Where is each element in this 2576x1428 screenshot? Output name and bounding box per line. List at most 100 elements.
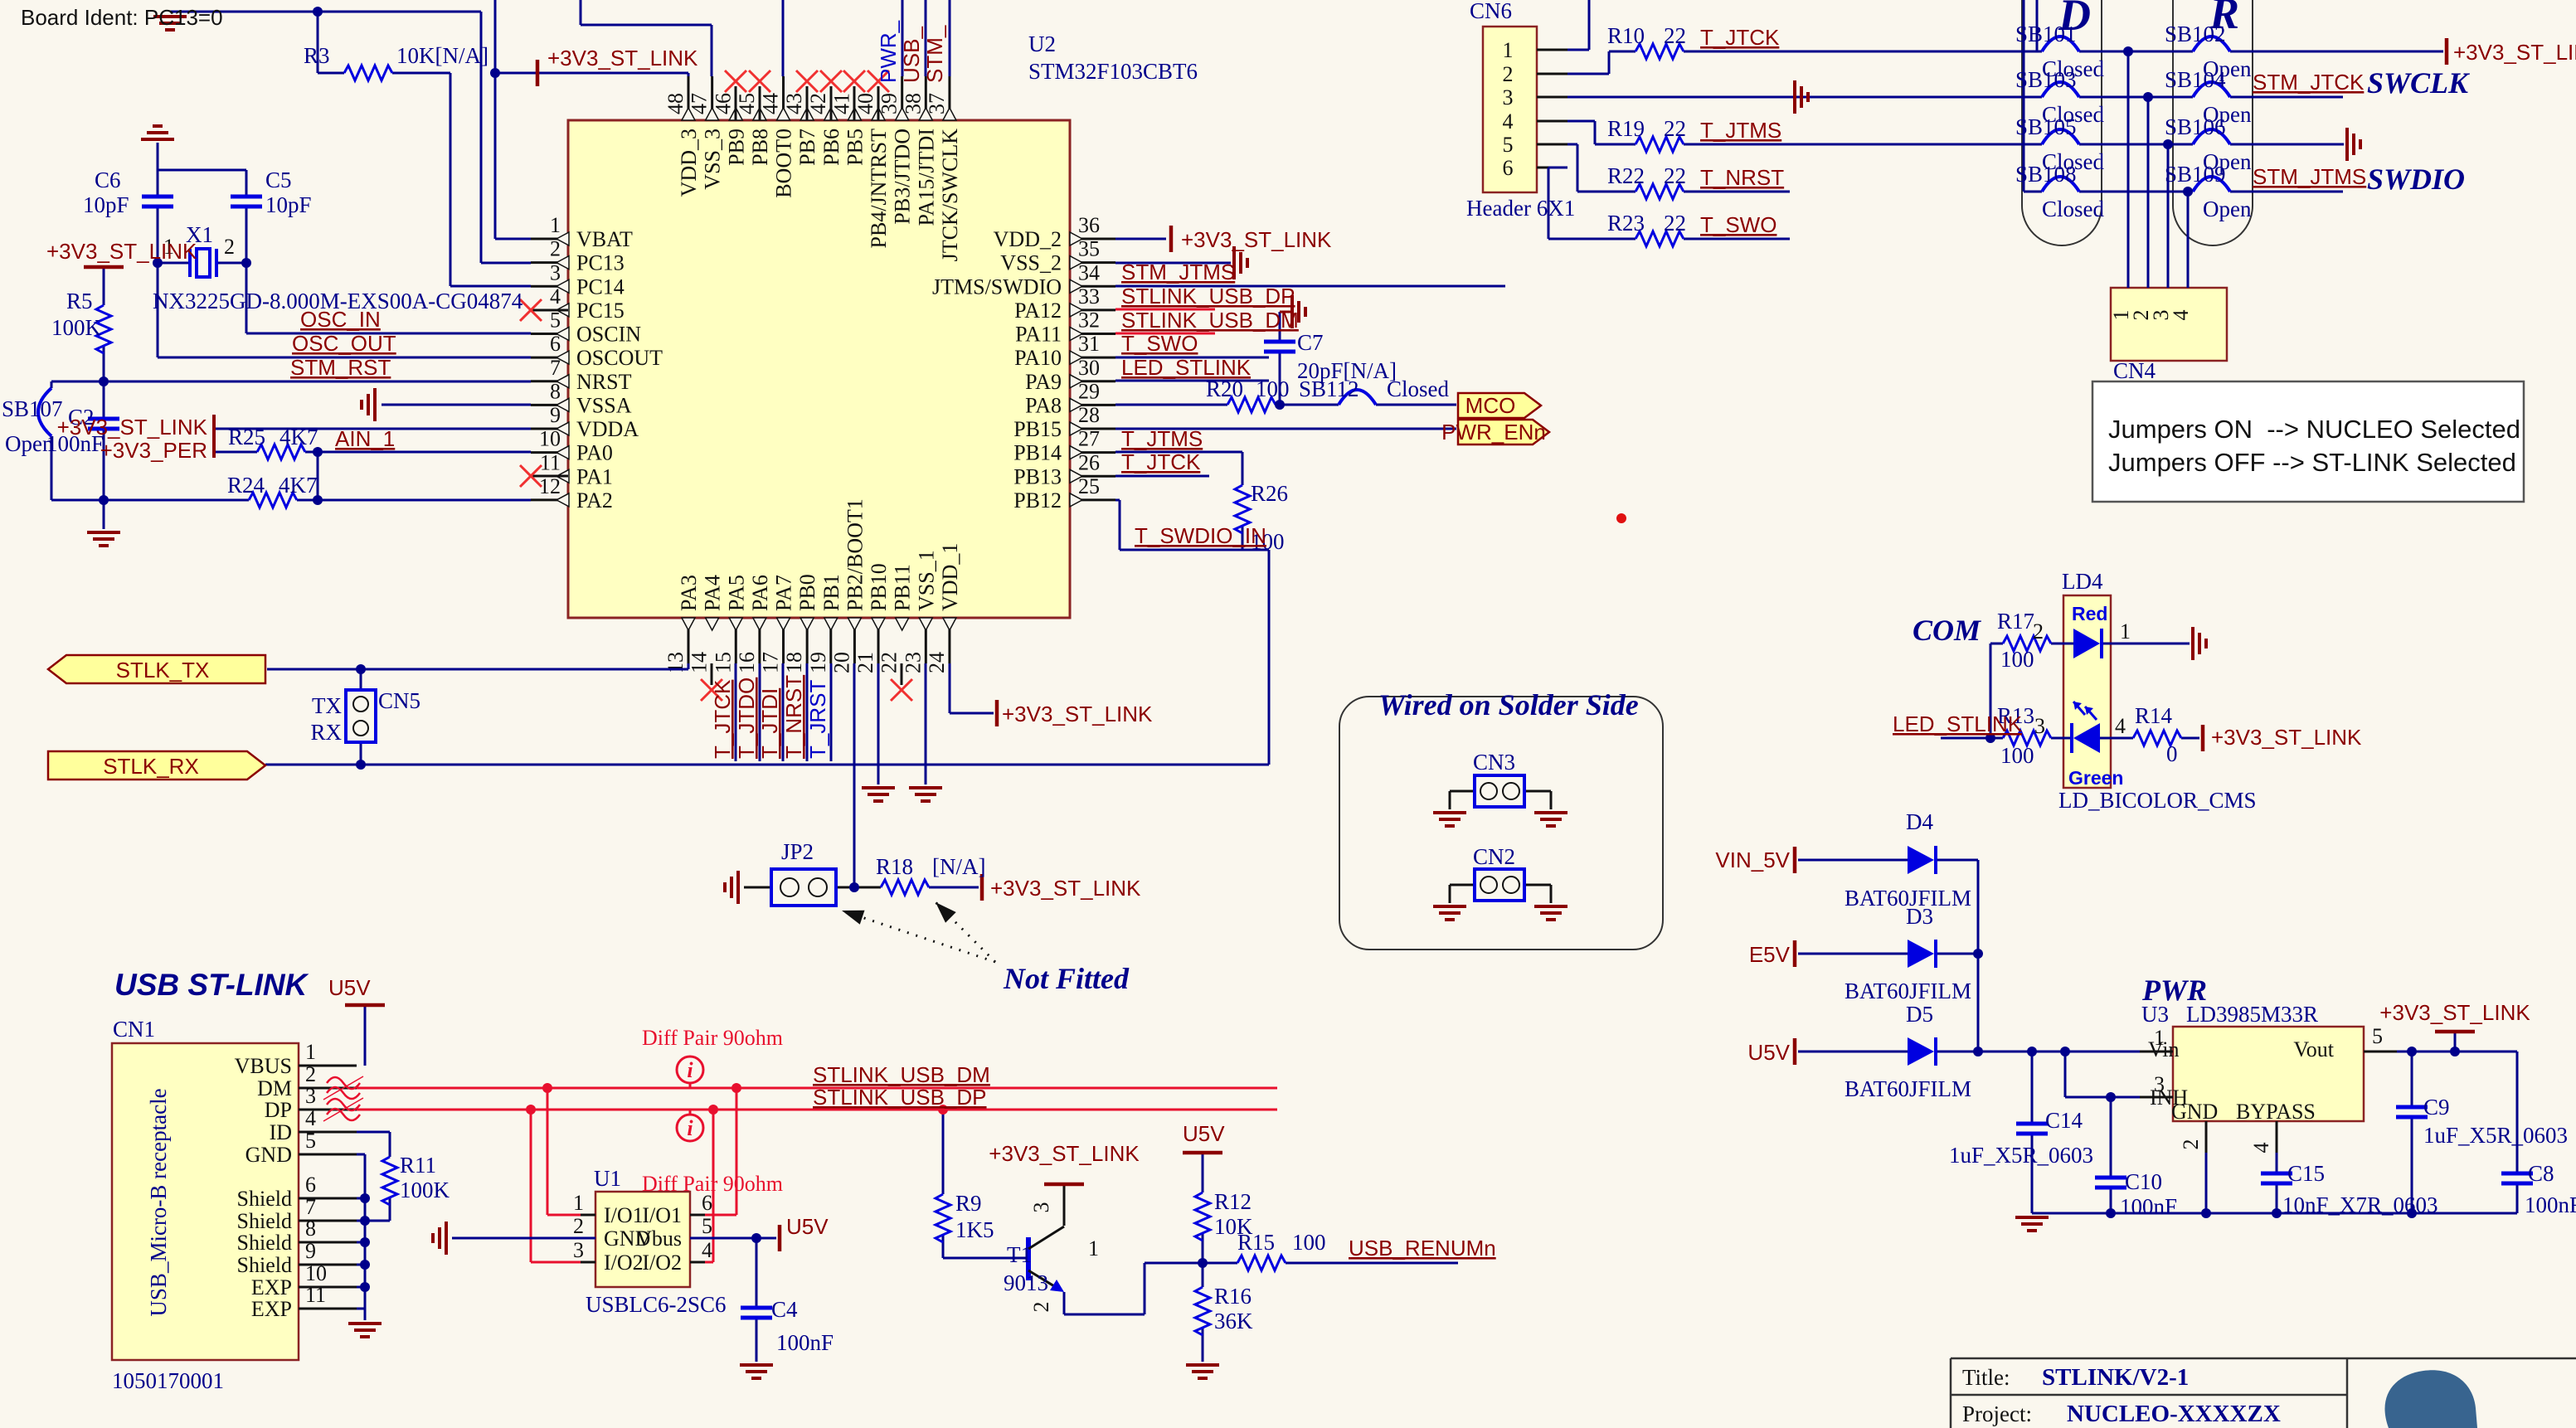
u1-pin-number: 5 <box>702 1214 712 1238</box>
solder-bridge-arc <box>1337 388 1378 406</box>
pwr-3v3-p36: +3V3_ST_LINK <box>1181 227 1332 252</box>
u2-pin-number: 22 <box>877 652 902 673</box>
diff-pair-i-icon <box>675 1113 705 1143</box>
pin-arrow-icon <box>823 617 839 632</box>
u2-pin-name: OSCOUT <box>576 346 663 370</box>
pin-arrow-icon <box>555 397 570 413</box>
u2-pin-name: VSS_1 <box>914 550 938 611</box>
u2-pin-number: 25 <box>1078 474 1100 498</box>
c10-val: 100nF <box>2120 1194 2177 1219</box>
no-connect-x-icon <box>866 69 891 94</box>
c4-ref: C4 <box>771 1297 798 1322</box>
u2-pin-number: 21 <box>853 652 877 673</box>
u2-pin-name: PB8 <box>748 129 772 166</box>
u2-pin-name: PA8 <box>1025 393 1062 417</box>
c10-ref: C10 <box>2125 1169 2162 1194</box>
junction-dot <box>360 1237 370 1247</box>
cn1-pin-number: 8 <box>305 1217 316 1241</box>
net-t-swdio-in: T_SWDIO_IN <box>1135 523 1266 548</box>
junction-dot <box>2027 1047 2037 1056</box>
flag-stlk-tx-label: STLK_TX <box>116 658 210 682</box>
board-ident: Board Ident: PC13=0 <box>21 5 223 30</box>
d4-val: BAT60JFILM <box>1845 886 1971 911</box>
u2-pin-number: 24 <box>925 652 949 673</box>
r13-ref: R13 <box>1997 703 2034 728</box>
net-e5v: E5V <box>1749 942 1791 967</box>
net-led-stlink-2: LED_STLINK <box>1893 712 2023 736</box>
red-marker-dot <box>1616 513 1626 523</box>
pin-arrow-icon <box>894 106 910 121</box>
pin-arrow-icon <box>555 326 570 342</box>
junction-dot <box>2183 187 2193 197</box>
cn2-ref: CN2 <box>1473 844 1515 869</box>
u2-pin-name: PC15 <box>576 299 625 323</box>
jumpers-line2: Jumpers OFF --> ST-LINK Selected <box>2108 448 2516 477</box>
junction-dot <box>313 447 323 457</box>
net-stm-jtck: STM_JTCK <box>2253 70 2365 95</box>
u2-ref: U2 <box>1028 32 1056 56</box>
no-connect-x-icon <box>842 69 867 94</box>
t1-pin1: 1 <box>1088 1236 1099 1260</box>
u2-pin-number: 15 <box>711 652 735 673</box>
u1-pin-number: 2 <box>573 1214 584 1238</box>
cn1-pin-number: 11 <box>305 1283 326 1307</box>
r24-val: 4K7 <box>279 473 318 498</box>
sb112-ref: SB112 <box>1299 376 1359 401</box>
flag-mco <box>1456 391 1543 420</box>
pin-arrow-icon <box>1069 444 1084 460</box>
pin-arrow-icon <box>751 617 768 632</box>
junction-dot <box>2106 1092 2116 1102</box>
cn6-pin-number: 1 <box>1503 38 1514 62</box>
u2-pin-number: 36 <box>1078 213 1100 237</box>
sb104-state: Open <box>2203 102 2252 127</box>
junction-dot <box>360 1260 370 1270</box>
u2-pin-name: PA3 <box>677 575 701 611</box>
cn5-tx: TX <box>312 693 342 718</box>
junction-dot <box>2163 139 2173 149</box>
cn6-pin-number: 2 <box>1503 62 1514 86</box>
r11-ref: R11 <box>400 1153 436 1178</box>
u2-pin-name: VSS_3 <box>701 129 725 190</box>
cn6-ref: CN6 <box>1470 0 1512 23</box>
u2-pin-number: 10 <box>539 427 561 451</box>
u2-pin-number: 5 <box>550 308 561 333</box>
u2-pin-name: JTMS/SWDIO <box>932 274 1062 299</box>
u5v-cn1: U5V <box>328 975 371 1000</box>
u3-pin2: 2 <box>2179 1139 2203 1150</box>
u2-pin-name: PB1 <box>819 574 843 611</box>
jp2-jumper <box>770 867 838 907</box>
resistor-symbol <box>1634 228 1685 250</box>
st-logo-icon <box>2384 1370 2477 1428</box>
project-value: NUCLEO-XXXXZX <box>2067 1401 2281 1427</box>
junction-dot <box>2450 1047 2460 1056</box>
u2-pin-name: PA5 <box>724 575 748 611</box>
u1-pin-number: 4 <box>702 1238 712 1262</box>
cn1-pin-number: 2 <box>305 1062 316 1086</box>
pin-arrow-icon <box>680 106 697 121</box>
junction-dot <box>153 258 163 268</box>
u2-pin-name: PA10 <box>1014 346 1062 370</box>
x1-body <box>195 247 211 279</box>
pin-arrow-icon <box>894 617 910 632</box>
u2-pin-name: PC13 <box>576 251 625 275</box>
pin-arrow-icon <box>704 617 720 632</box>
led-arrow-icon <box>2085 707 2093 715</box>
net-usb-dm-2: STLINK_USB_DM <box>813 1062 990 1087</box>
no-connect-x-icon <box>819 69 843 94</box>
diff-pair-1: Diff Pair 90ohm <box>642 1026 783 1050</box>
junction-dot <box>356 760 366 770</box>
cn5-ref: CN5 <box>378 688 420 713</box>
c7-ref: C7 <box>1297 330 1324 355</box>
u2-pin-name: PB5 <box>843 129 867 166</box>
u2-pin-number: 27 <box>1078 427 1100 451</box>
junction-dot <box>313 495 323 505</box>
junction-dot <box>542 1083 552 1093</box>
u2-pin-name: PB3/JTDO <box>891 129 915 225</box>
pin-arrow-icon <box>775 106 791 121</box>
net-ain1: AIN_1 <box>335 426 395 451</box>
u3-ref: U3 <box>2141 1002 2169 1027</box>
u2-pin-number: 33 <box>1078 284 1100 308</box>
r26-val: 100 <box>1251 529 1285 554</box>
resistor-symbol <box>2131 727 2183 749</box>
u2-pin-number: 41 <box>829 93 853 114</box>
